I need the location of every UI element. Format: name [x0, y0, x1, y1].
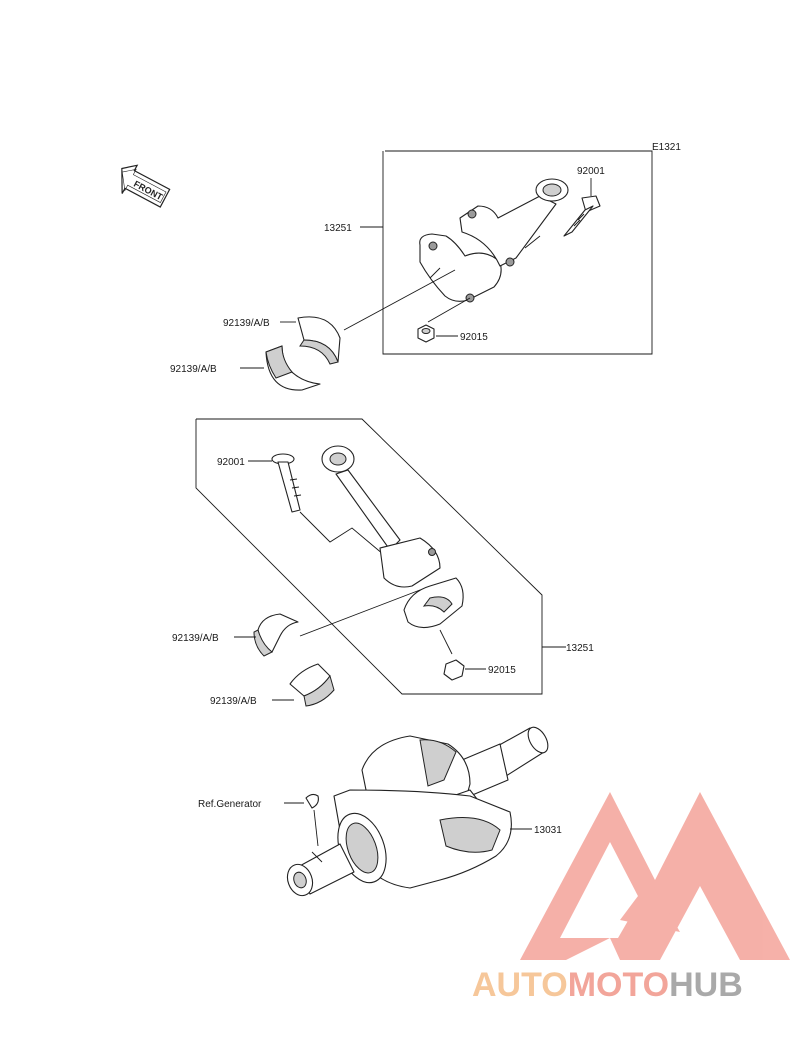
watermark-logo	[520, 792, 790, 960]
connecting-rod-top	[419, 178, 569, 303]
label-92001-top: 92001	[577, 166, 605, 177]
rod-cap-mid	[403, 577, 464, 629]
middle-rod-group: 13251 92001 92015	[195, 418, 594, 695]
top-rod-group: 13251 92001 92015	[324, 150, 653, 355]
nut-top	[417, 324, 435, 343]
label-13251-mid: 13251	[566, 643, 594, 654]
label-92139-mid-1: 92139/A/B	[172, 633, 219, 644]
bolt-mid	[271, 453, 302, 513]
label-92015-top: 92015	[460, 332, 488, 343]
bolt-top	[563, 195, 601, 237]
diagram-code: E1321	[652, 142, 681, 153]
crankshaft	[286, 726, 549, 897]
woodruff-key	[305, 793, 319, 809]
label-92001-mid: 92001	[217, 457, 245, 468]
label-13251-top: 13251	[324, 223, 352, 234]
front-arrow-icon: FRONT	[121, 164, 171, 208]
label-13031: 13031	[534, 825, 562, 836]
connecting-rod-mid	[321, 445, 441, 588]
bearing-shell-top-1	[297, 316, 341, 365]
label-ref-generator: Ref.Generator	[198, 799, 262, 810]
label-92139-top-2: 92139/A/B	[170, 364, 217, 375]
nut-mid	[443, 659, 465, 681]
watermark-auto: AUTOMOTOHUB	[472, 966, 743, 1004]
bearing-shell-top-2	[265, 345, 321, 391]
label-92139-top-1: 92139/A/B	[223, 318, 270, 329]
bearing-shell-mid-2	[289, 663, 335, 707]
bearing-shell-mid-1	[253, 613, 299, 657]
label-92139-mid-2: 92139/A/B	[210, 696, 257, 707]
label-92015-mid: 92015	[488, 665, 516, 676]
